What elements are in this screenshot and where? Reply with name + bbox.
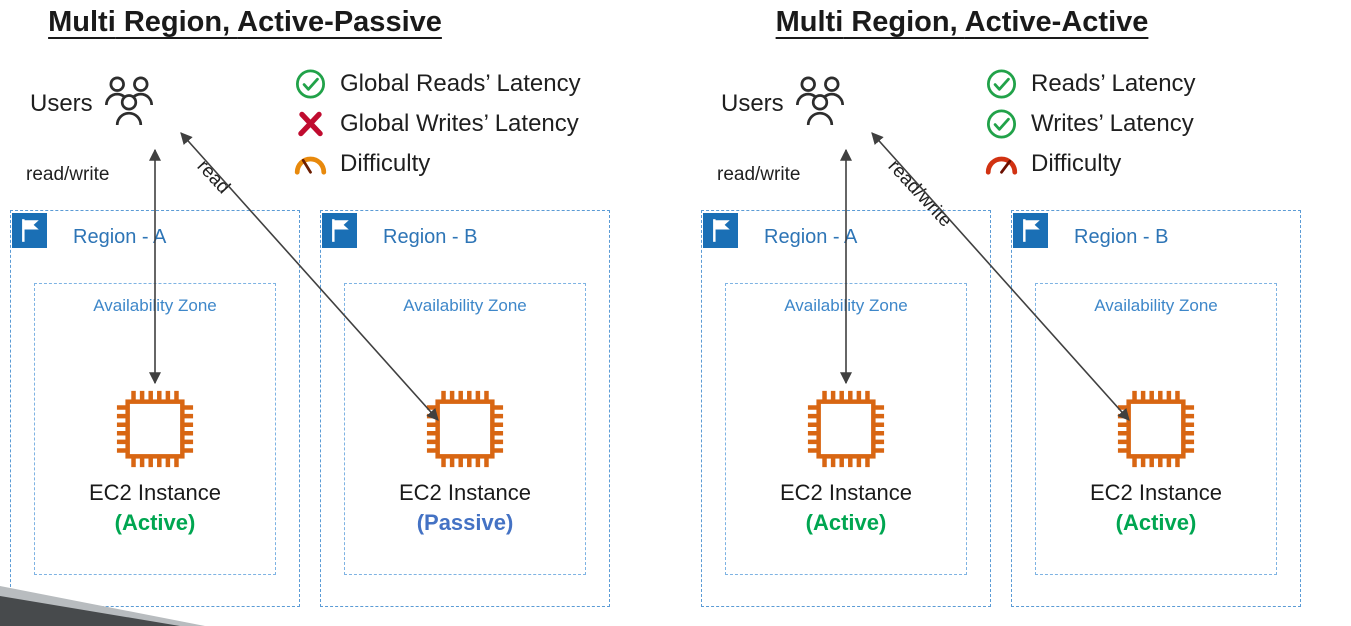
region-b-box: Region - B Availability Zone EC2 Instanc… [1011, 210, 1301, 607]
legend: Global Reads’ Latency Global Writes’ Lat… [294, 68, 581, 180]
gauge-icon [294, 148, 327, 180]
check-circle-icon [985, 68, 1018, 100]
legend-label: Global Writes’ Latency [340, 110, 579, 137]
users-label: Users [721, 90, 784, 117]
availability-zone-box: Availability Zone EC2 Instance (Passive) [344, 283, 586, 575]
check-circle-icon [294, 68, 327, 100]
region-flag-icon [12, 213, 47, 248]
ec2-instance-label: EC2 Instance [398, 480, 532, 505]
region-name-label: Region - B [1074, 226, 1169, 248]
users-icon [104, 76, 154, 126]
legend-label: Reads’ Latency [1031, 70, 1196, 97]
region-flag-icon [1013, 213, 1048, 248]
legend-label: Difficulty [1031, 150, 1122, 177]
title-text: Region, [115, 6, 238, 38]
title-text: Active-Passive [237, 6, 442, 38]
panel-title: Multi Region, Active-Passive [0, 6, 490, 39]
title-text: Multi [48, 6, 116, 38]
region-a-box: Region - A Availability Zone EC2 Instanc… [10, 210, 300, 607]
legend-label: Global Reads’ Latency [340, 70, 581, 97]
diagonal-arrow-label: read [192, 156, 234, 199]
instance-state-label: (Active) [1115, 510, 1197, 535]
region-name-label: Region - A [73, 226, 167, 248]
ec2-instance-label: EC2 Instance [779, 480, 913, 505]
instance-state-label: (Active) [114, 510, 196, 535]
legend: Reads’ Latency Writes’ Latency [985, 68, 1196, 180]
ec2-instance-label: EC2 Instance [1089, 480, 1223, 505]
region-name-label: Region - B [383, 226, 478, 248]
legend-item: Global Writes’ Latency [294, 108, 581, 140]
legend-item: Writes’ Latency [985, 108, 1196, 140]
title-text: Active-Active [964, 6, 1149, 38]
gauge-icon [985, 148, 1018, 180]
check-circle-icon [985, 108, 1018, 140]
cross-icon [294, 108, 327, 140]
availability-zone-label: Availability Zone [1094, 296, 1218, 315]
availability-zone-box: Availability Zone EC2 Instance (Active) [1035, 283, 1277, 575]
title-text: Multi [775, 6, 844, 38]
users-icon [795, 76, 845, 126]
availability-zone-box: Availability Zone EC2 Instance (Active) [725, 283, 967, 575]
legend-item: Global Reads’ Latency [294, 68, 581, 100]
ec2-instance-icon [1117, 390, 1195, 468]
ec2-instance-icon [426, 390, 504, 468]
legend-item: Difficulty [985, 148, 1196, 180]
instance-state-label: (Passive) [416, 510, 514, 535]
users-label: Users [30, 90, 93, 117]
instance-state-label: (Active) [805, 510, 887, 535]
legend-label: Difficulty [340, 150, 431, 177]
panel-active-active: Multi Region, Active-Active Users [691, 0, 1351, 626]
panel-title: Multi Region, Active-Active [717, 6, 1207, 39]
availability-zone-label: Availability Zone [93, 296, 217, 315]
ec2-instance-label: EC2 Instance [88, 480, 222, 505]
region-flag-icon [322, 213, 357, 248]
legend-item: Reads’ Latency [985, 68, 1196, 100]
read-write-label: read/write [717, 164, 801, 185]
region-name-label: Region - A [764, 226, 858, 248]
ec2-instance-icon [807, 390, 885, 468]
legend-item: Difficulty [294, 148, 581, 180]
title-text: Region, [843, 6, 965, 38]
panel-active-passive: Multi Region, Active-Passive Users [0, 0, 660, 626]
region-a-box: Region - A Availability Zone EC2 Instanc… [701, 210, 991, 607]
region-flag-icon [703, 213, 738, 248]
availability-zone-box: Availability Zone EC2 Instance (Active) [34, 283, 276, 575]
read-write-label: read/write [26, 164, 110, 185]
ec2-instance-icon [116, 390, 194, 468]
availability-zone-label: Availability Zone [784, 296, 908, 315]
region-b-box: Region - B Availability Zone EC2 Instanc… [320, 210, 610, 607]
legend-label: Writes’ Latency [1031, 110, 1194, 137]
availability-zone-label: Availability Zone [403, 296, 527, 315]
